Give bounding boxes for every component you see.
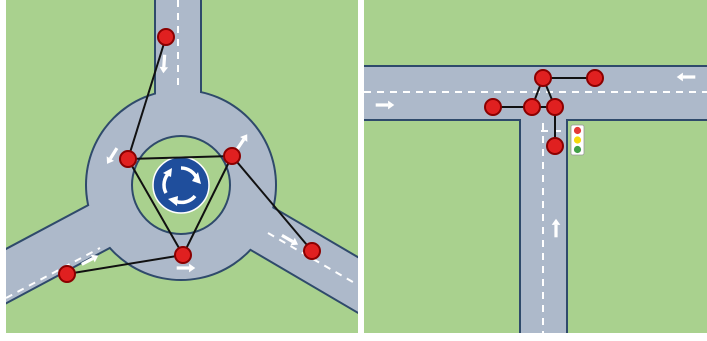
graph-node bbox=[157, 28, 175, 46]
t-junction-panel bbox=[364, 0, 707, 333]
graph-node bbox=[534, 69, 552, 87]
graph-node bbox=[303, 242, 321, 260]
graph-node bbox=[546, 137, 564, 155]
graph-node bbox=[484, 98, 502, 116]
graph-node bbox=[546, 98, 564, 116]
graph-node bbox=[586, 69, 604, 87]
graph-nodes-right bbox=[484, 69, 604, 155]
graph-edges-left bbox=[66, 36, 313, 275]
roundabout-sign-icon bbox=[152, 156, 210, 214]
graph-node bbox=[223, 147, 241, 165]
graph-node bbox=[58, 265, 76, 283]
roundabout-panel bbox=[6, 0, 358, 333]
graph-node bbox=[523, 98, 541, 116]
traffic-light-icon bbox=[570, 124, 585, 156]
graph-node bbox=[174, 246, 192, 264]
lane-markings-right bbox=[364, 91, 707, 333]
graph-node bbox=[119, 150, 137, 168]
graph-nodes-left bbox=[58, 28, 321, 283]
lane-markings-left bbox=[6, 0, 358, 299]
